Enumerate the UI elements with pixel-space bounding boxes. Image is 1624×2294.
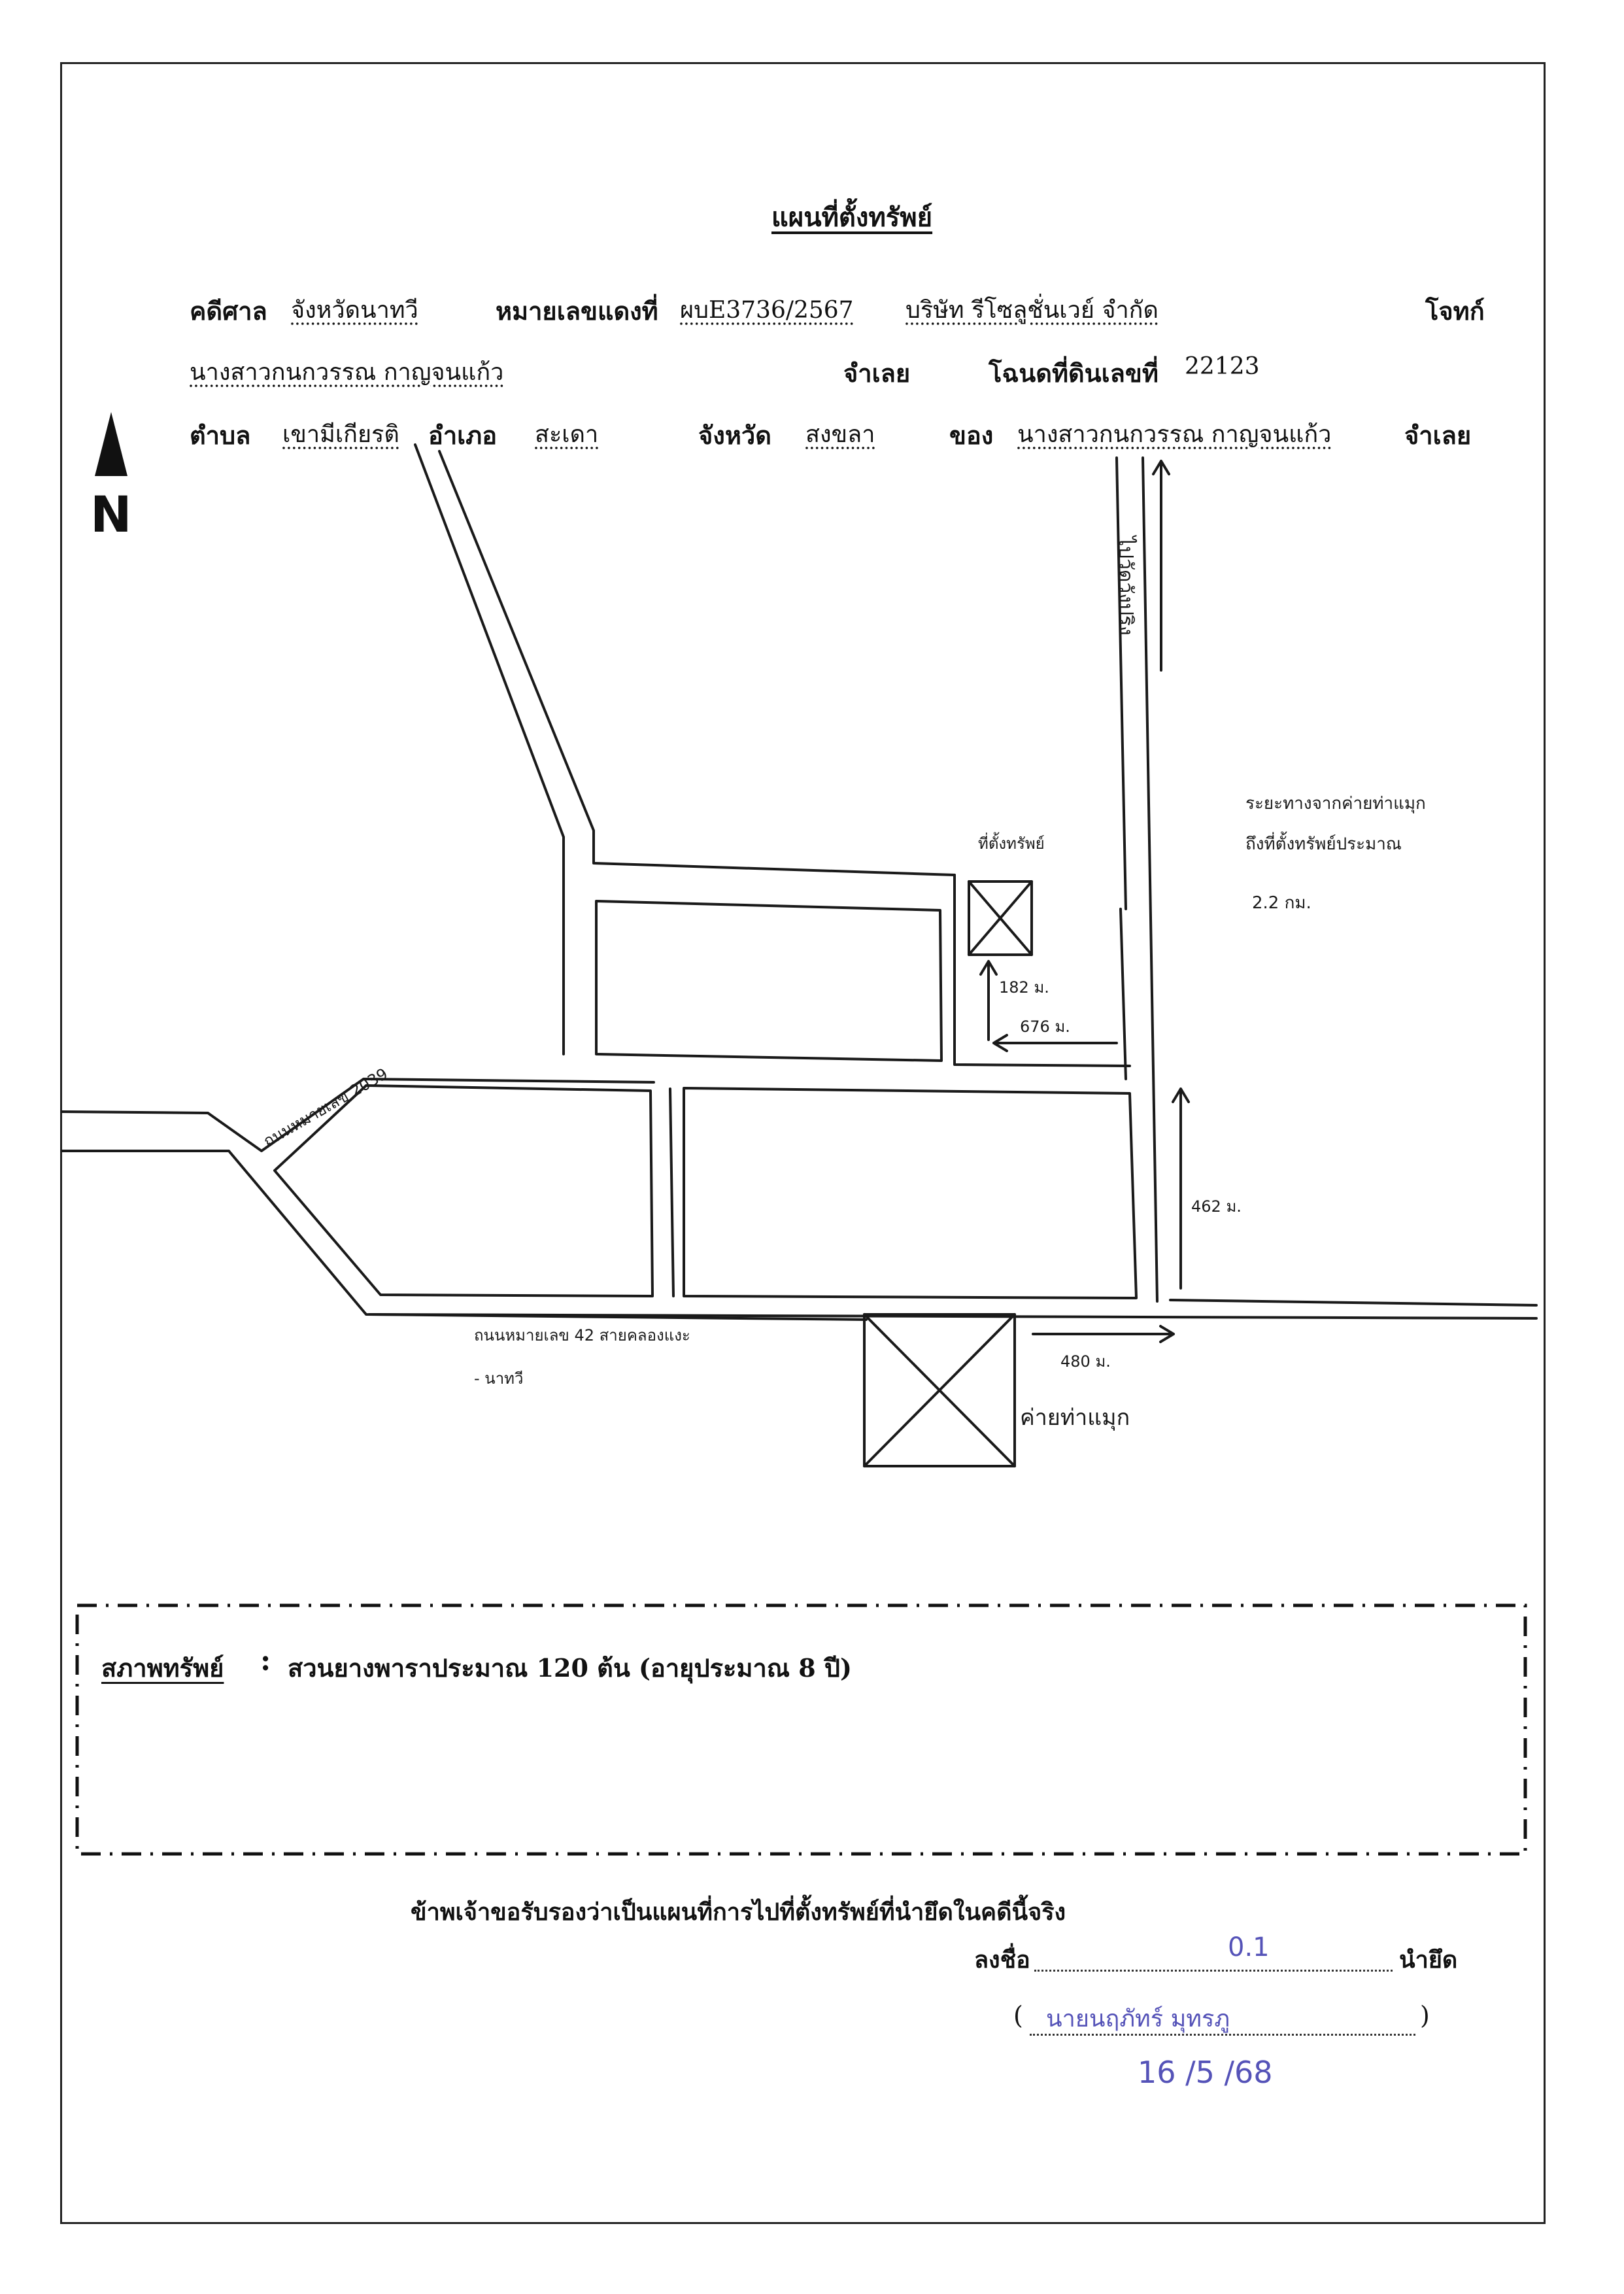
court-value: จังหวัดนาทวี xyxy=(291,297,418,324)
province-value: สงขลา xyxy=(805,421,875,448)
block-right xyxy=(683,1087,1138,1299)
plaintiff-label: โจทก์ xyxy=(1425,296,1485,326)
road-ns-left-edge xyxy=(1115,456,1127,910)
road-diagonal-left-edge xyxy=(414,443,565,1055)
condition-text: สวนยางพาราประมาณ 120 ต้น (อายุประมาณ 8 ป… xyxy=(288,1653,853,1683)
condition-label: สภาพทรัพย์ xyxy=(101,1653,224,1683)
certification-text: ข้าพเจ้าขอรับรองว่าเป็นแผนที่การไปที่ตั้… xyxy=(411,1898,1066,1926)
province-label: จังหวัด xyxy=(698,420,771,450)
sign-label: ลงชื่อ xyxy=(974,1946,1030,1974)
camp-label: ค่ายท่าแมุก xyxy=(1020,1405,1130,1431)
road-ns-right-edge xyxy=(1142,456,1159,1303)
defendant-label: จำเลย xyxy=(843,358,911,388)
page-border xyxy=(60,62,1546,2224)
subdistrict-value: เขามีเกียรติ xyxy=(282,421,399,448)
arrow-182 xyxy=(979,960,998,1041)
name-open-paren: ( xyxy=(1013,2001,1023,2030)
camp-x2 xyxy=(863,1313,1016,1467)
block-left-divider xyxy=(669,1087,675,1297)
condition-box xyxy=(75,1603,1527,1856)
dist-676-label: 676 ม. xyxy=(1020,1018,1070,1036)
camp-marker xyxy=(863,1313,1016,1467)
parcel-frame xyxy=(953,874,1131,1067)
owner-role: จำเลย xyxy=(1404,420,1472,450)
road-2039-top xyxy=(61,1078,655,1152)
sign-role: นำยึด xyxy=(1399,1946,1458,1974)
signer-name: นายนฤภัทร์ มุทรภู xyxy=(1046,2006,1230,2032)
highway-42-label: ถนนหมายเลข 42 สายคลองแงะ xyxy=(474,1326,690,1344)
page-title: แผนที่ตั้งทรัพย์ xyxy=(771,202,933,233)
dist-462-label: 462 ม. xyxy=(1191,1197,1242,1216)
case-no-label: หมายเลขแดงที่ xyxy=(496,296,658,326)
name-close-paren: ) xyxy=(1420,2001,1430,2030)
road-2039-bottom xyxy=(61,1150,868,1321)
road-ns-outer-left xyxy=(1119,908,1127,1080)
case-no-value: ผบE3736/2567 xyxy=(680,297,854,324)
owner-label: ของ xyxy=(949,420,994,450)
signature-date: 16 /5 /68 xyxy=(1138,2055,1273,2090)
plaintiff-value: บริษัท รีโซลูชั่นเวย์ จำกัด xyxy=(905,297,1159,324)
deed-label: โฉนดที่ดินเลขที่ xyxy=(989,358,1159,388)
north-label: N xyxy=(90,485,132,543)
distance-note-line1: ระยะทางจากค่ายท่าแมุก xyxy=(1245,794,1426,813)
court-label: คดีศาล xyxy=(190,296,267,326)
highway-42-cont: - นาทวี xyxy=(474,1369,524,1388)
district-label: อำเภอ xyxy=(428,420,498,450)
block-left xyxy=(273,1084,654,1297)
property-marker xyxy=(968,880,1033,956)
arrow-462 xyxy=(1172,1087,1190,1290)
condition-colon: : xyxy=(260,1644,271,1677)
arrow-north-road xyxy=(1152,460,1170,672)
road-diagonal-right-edge xyxy=(438,450,956,876)
subdistrict-label: ตำบล xyxy=(190,420,251,450)
dist-182-label: 182 ม. xyxy=(999,978,1049,997)
road-north-label: ไปวัดวังปริง xyxy=(1114,536,1137,636)
property-label: ที่ตั้งทรัพย์ xyxy=(978,834,1045,853)
distance-note-line3: 2.2 กม. xyxy=(1252,893,1311,913)
dist-480-label: 480 ม. xyxy=(1060,1352,1111,1371)
arrow-480 xyxy=(1032,1325,1175,1343)
arrow-676 xyxy=(992,1034,1118,1052)
distance-note-line2: ถึงที่ตั้งทรัพย์ประมาณ xyxy=(1245,834,1402,854)
property-x2 xyxy=(968,880,1033,956)
highway-42-bottom xyxy=(368,1313,1538,1320)
defendant-value: นางสาวกนกวรรณ กาญจนแก้ว xyxy=(190,359,504,386)
signature-value: 0.1 xyxy=(1228,1932,1270,1962)
name-line xyxy=(1030,2034,1415,2036)
deed-value: 22123 xyxy=(1185,353,1260,380)
highway-42-top xyxy=(1169,1299,1538,1307)
owner-value: นางสาวกนกวรรณ กาญจนแก้ว xyxy=(1017,421,1332,448)
district-value: สะเดา xyxy=(535,421,599,448)
block-upper xyxy=(595,900,943,1062)
signature-line xyxy=(1034,1970,1393,1972)
